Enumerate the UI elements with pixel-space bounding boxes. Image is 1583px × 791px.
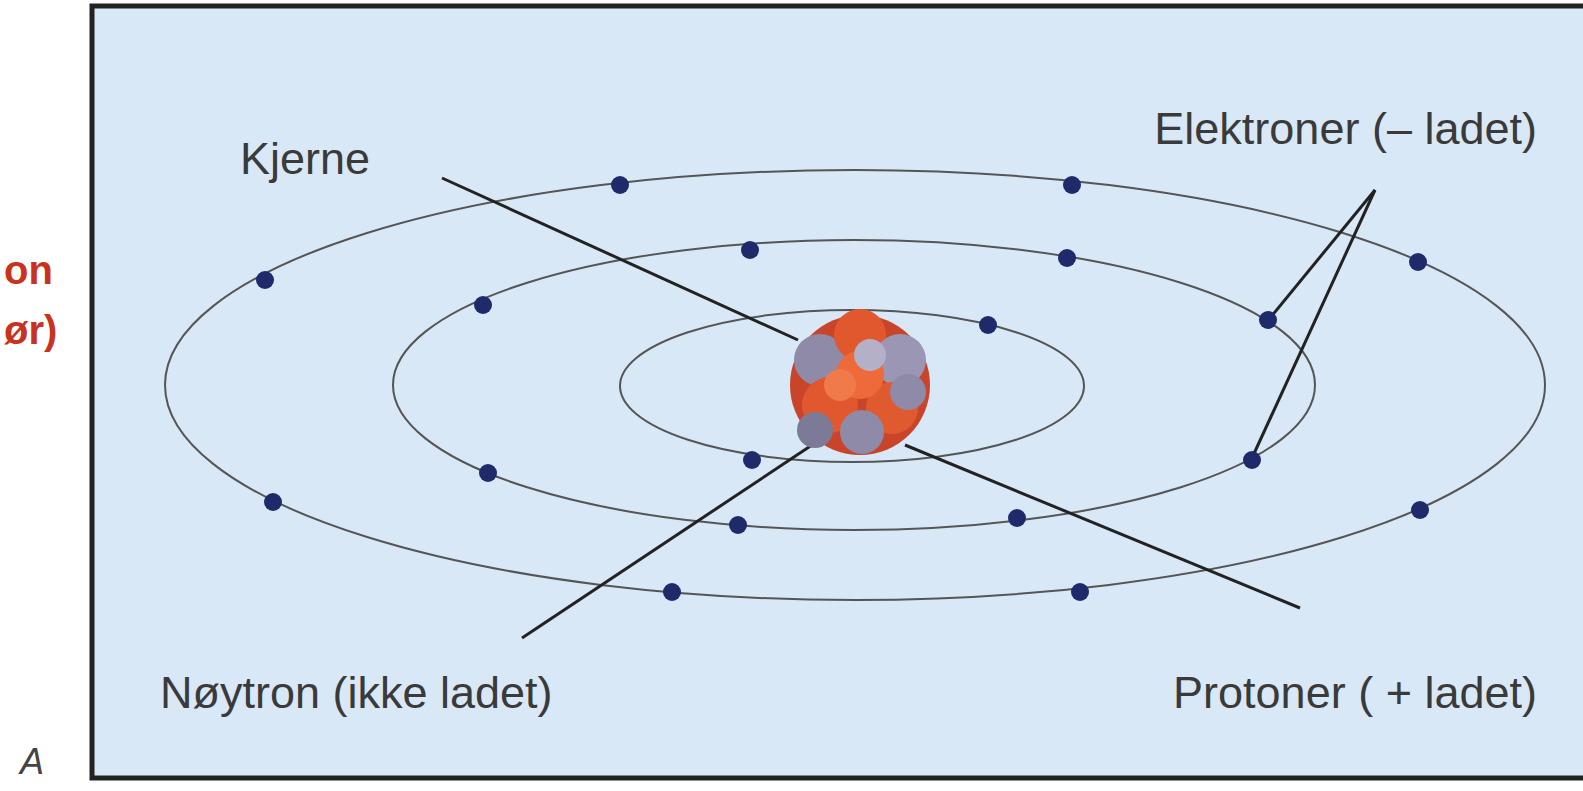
part-label: Nøytron (ikke ladet) [160,668,553,718]
part-label: Elektroner (– ladet) [1154,104,1537,154]
electron-orbits [165,170,1545,600]
cut-label: ør) [4,308,57,352]
leader-lines [442,178,1375,638]
part-label: Protoner ( + ladet) [1173,668,1537,718]
cut-label: on [4,248,53,292]
part-label: Kjerne [240,134,370,184]
panel-frame [92,6,1583,778]
nucleus [790,309,930,455]
electrons [256,176,1429,601]
figure-letter: A [20,742,44,782]
